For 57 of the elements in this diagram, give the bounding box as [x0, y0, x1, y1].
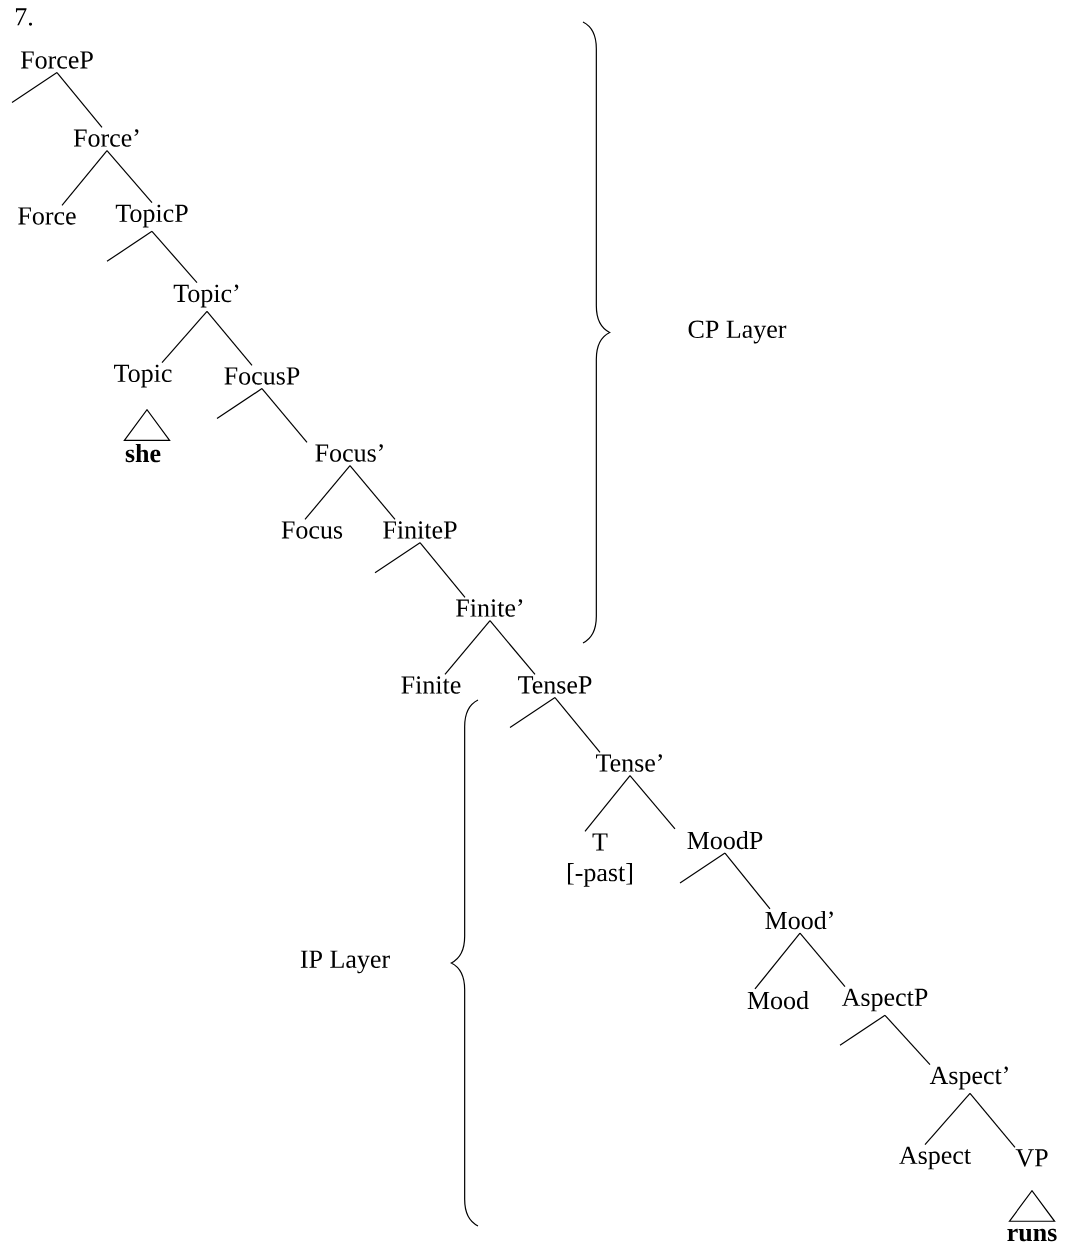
tree-branch — [419, 542, 466, 598]
category-label: TopicP — [115, 204, 188, 228]
tree-branch — [799, 932, 846, 988]
tree-branch — [304, 465, 351, 521]
layer-label: IP Layer — [300, 950, 390, 974]
category-label: T [-past] — [568, 833, 632, 887]
tree-branch — [106, 230, 153, 262]
tree-branch — [56, 72, 103, 128]
tree-branch — [969, 1092, 1016, 1148]
category-label: Aspect — [899, 1146, 971, 1170]
tree-branch — [884, 1014, 931, 1066]
category-label: VP — [1015, 1149, 1048, 1167]
category-label: Tense’ — [596, 754, 662, 772]
tree-branch — [724, 852, 771, 910]
category-label: Force — [18, 207, 76, 225]
tree-branch — [679, 852, 726, 884]
tree-branch — [216, 387, 263, 420]
tree-branch — [509, 697, 556, 729]
tree-branch — [629, 775, 676, 830]
tree-branch — [161, 310, 208, 364]
category-label: Focus’ — [315, 444, 383, 462]
example-number: 7. — [15, 8, 33, 26]
tree-branch — [924, 1092, 971, 1146]
category-label: FocusP — [224, 367, 300, 385]
triangle-roof — [1008, 1189, 1056, 1222]
category-label: Topic’ — [173, 284, 239, 308]
category-label: Mood — [747, 990, 809, 1010]
tree-branch — [206, 310, 253, 367]
category-label: Mood’ — [765, 910, 833, 930]
category-label: AspectP — [841, 988, 928, 1012]
tree-branch — [444, 620, 491, 675]
tree-branch — [349, 465, 396, 520]
tree-branch — [554, 697, 601, 753]
tree-branch — [754, 932, 801, 990]
category-label: Finite — [401, 676, 461, 694]
tree-branch — [261, 387, 308, 443]
tree-branch — [151, 230, 198, 284]
category-label: Aspect’ — [929, 1066, 1008, 1090]
tree-branch — [584, 775, 631, 833]
triangle-roof — [123, 408, 171, 441]
category-label: Finite’ — [456, 599, 523, 617]
tree-branch — [11, 72, 58, 104]
category-label: Focus — [281, 521, 343, 539]
category-label: MoodP — [687, 830, 763, 850]
layer-label: CP Layer — [688, 320, 787, 344]
tree-branch — [106, 150, 153, 204]
leaf-word: she — [125, 443, 161, 463]
tree-branch — [374, 542, 421, 574]
category-label: Force’ — [73, 129, 139, 147]
tree-branch — [61, 150, 108, 207]
leaf-word: runs — [1007, 1228, 1057, 1242]
category-label: TenseP — [518, 676, 592, 694]
category-label: Topic — [114, 364, 172, 388]
category-label: FiniteP — [383, 521, 457, 539]
category-label: ForceP — [20, 51, 93, 69]
tree-branch — [839, 1014, 886, 1046]
tree-branch — [489, 620, 536, 676]
